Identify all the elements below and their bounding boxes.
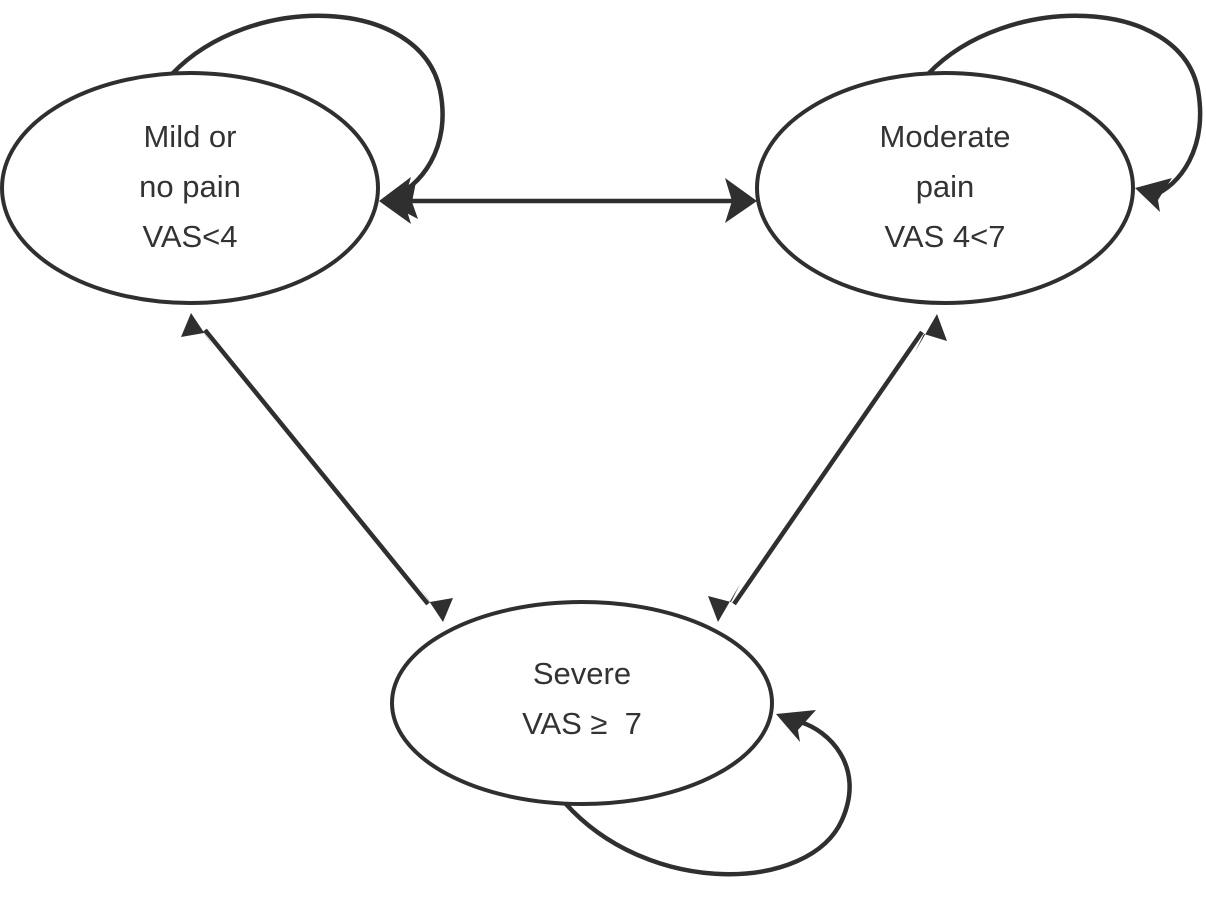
edge-moderate-severe-arrowhead-bottom — [708, 584, 740, 622]
edge-moderate-severe — [708, 314, 947, 622]
node-mild-label-line-2: no pain — [139, 169, 241, 204]
node-mild-ellipse[interactable] — [0, 71, 380, 305]
mild-self-loop-path — [169, 13, 445, 201]
node-moderate-label-line-1: Moderate — [880, 119, 1011, 154]
edge-mild-moderate — [379, 177, 757, 224]
moderate-self-loop-path — [925, 13, 1203, 199]
edge-mild-severe-arrowhead-top — [181, 313, 215, 349]
edge-moderate-severe-line — [732, 330, 924, 606]
severe-self-loop-arrowhead — [776, 710, 816, 742]
moderate-self-loop — [925, 13, 1203, 212]
edge-mild-moderate-arrowhead-right — [725, 178, 757, 223]
severe-self-loop-path — [562, 719, 852, 877]
edge-mild-severe-arrowhead-bottom — [419, 586, 453, 622]
node-moderate-label-line-2: pain — [916, 169, 975, 204]
node-mild-label-line-1: Mild or — [143, 119, 236, 154]
node-mild-or-no-pain[interactable]: Mild or no pain VAS<4 — [0, 71, 380, 305]
node-mild-label-line-3: VAS<4 — [142, 219, 237, 254]
edge-mild-severe-line — [203, 328, 430, 606]
node-severe-label-line-2: VAS ≥ 7 — [522, 706, 642, 741]
severe-self-loop — [562, 710, 852, 877]
edge-moderate-severe-arrowhead-top — [915, 314, 947, 352]
node-moderate-pain[interactable]: Moderate pain VAS 4<7 — [755, 71, 1135, 305]
node-severe-ellipse[interactable] — [390, 600, 774, 806]
node-severe[interactable]: Severe VAS ≥ 7 — [390, 600, 774, 806]
moderate-self-loop-arrowhead — [1135, 178, 1172, 212]
node-moderate-ellipse[interactable] — [755, 71, 1135, 305]
edge-mild-severe — [181, 313, 453, 622]
node-moderate-label-line-3: VAS 4<7 — [885, 219, 1006, 254]
node-severe-label-line-1: Severe — [533, 656, 631, 691]
edge-mild-moderate-arrowhead-left — [379, 177, 411, 224]
